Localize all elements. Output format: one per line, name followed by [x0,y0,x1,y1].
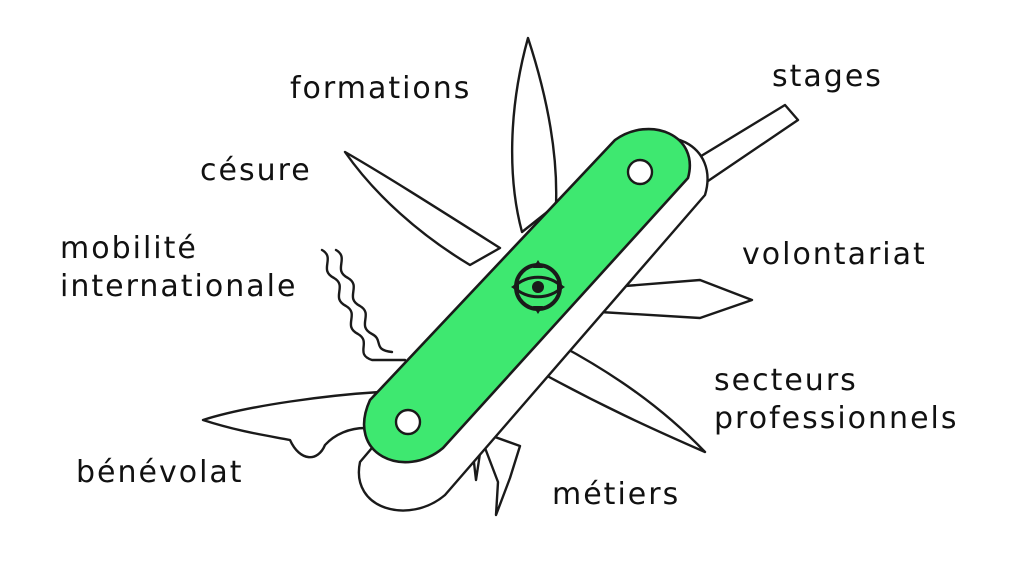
tool-metiers [468,426,522,517]
label-secteurs-professionnels: secteurs professionnels [714,363,959,436]
label-mobilite-internationale: mobilité internationale [60,231,298,304]
label-metiers: métiers [552,477,681,512]
bottle-opener [201,390,382,459]
label-cesure: césure [200,153,312,188]
label-volontariat: volontariat [742,237,927,272]
blade-secteurs [538,343,707,454]
label-benevolat: bénévolat [76,455,244,490]
rivet-top [626,158,654,186]
blade-cesure [343,150,502,267]
label-stages: stages [772,59,883,94]
corkscrew-icon [320,248,407,362]
eye-compass-icon [511,260,565,314]
blade-formations [510,36,558,234]
label-formations: formations [290,71,472,106]
rivet-bottom [394,408,422,436]
corkscrew-inner [334,248,394,354]
